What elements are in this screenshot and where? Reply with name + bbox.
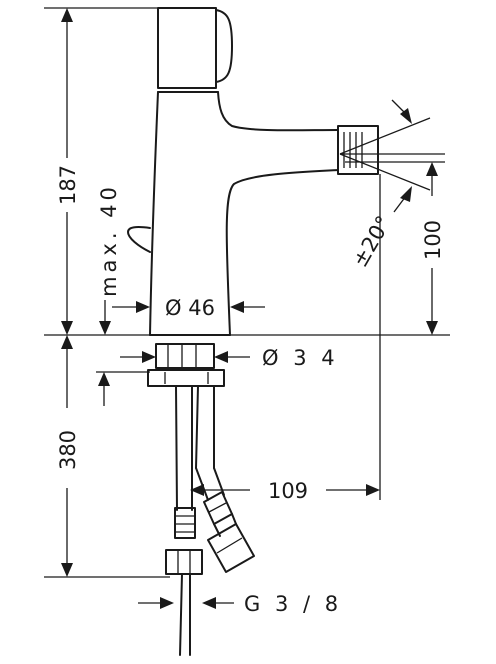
dim-label-100: 100: [421, 220, 445, 260]
faucet-body: [127, 7, 339, 336]
dim-spout-height: 100: [421, 162, 445, 335]
dim-label-plus-minus-20: ±20°: [348, 212, 396, 271]
reference-lines: [44, 7, 450, 578]
dim-hose-length: 380: [56, 335, 80, 577]
dim-mount-diameter: Ø 3 4: [120, 346, 339, 370]
dim-label-max-40: max. 40: [97, 183, 121, 297]
bidet-spout: [337, 117, 445, 191]
dim-overall-height: 187: [56, 8, 80, 335]
dim-label-diameter-34: Ø 3 4: [262, 346, 339, 370]
dim-mount-thickness: [96, 371, 150, 406]
dim-label-380: 380: [56, 430, 80, 470]
dim-body-diameter: Ø 46: [112, 296, 265, 320]
dim-connection-thread: G 3 / 8: [138, 592, 342, 616]
dim-spout-reach: 109: [190, 174, 381, 503]
dim-label-187: 187: [56, 165, 80, 205]
mounting-coupling: [147, 334, 231, 387]
dim-lever-travel: max. 40: [97, 183, 121, 335]
dim-label-109: 109: [268, 479, 308, 503]
dim-label-diameter-46: Ø 46: [165, 296, 215, 320]
supply-hoses: [165, 385, 255, 656]
dim-label-g-3-8: G 3 / 8: [244, 592, 342, 616]
